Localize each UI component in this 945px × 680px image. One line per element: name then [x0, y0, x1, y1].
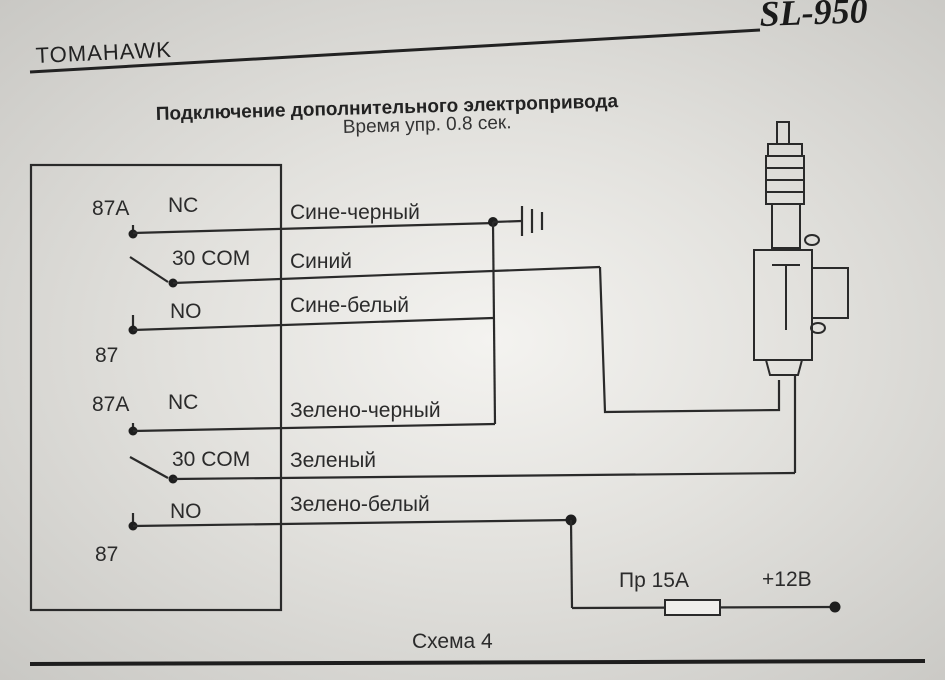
- relay1-com-label: 30 COM: [172, 247, 250, 270]
- relay2-nc-pin: 87A: [92, 393, 129, 416]
- ground-icon: [520, 206, 544, 236]
- wire-label-green-white: Зелено-белый: [290, 493, 430, 516]
- door-lock-actuator-icon: [753, 121, 849, 376]
- wire-green-line: [172, 471, 796, 481]
- supply-terminal: [829, 601, 841, 613]
- wire-label-blue-black: Сине-черный: [290, 201, 420, 224]
- wire-label-green: Зеленый: [290, 449, 376, 472]
- relay1-switch-arm: [129, 256, 169, 283]
- wire-blue-line: [172, 265, 601, 285]
- footer-rule: [29, 659, 926, 666]
- fuse-icon: [664, 599, 721, 616]
- wire-label-blue: Синий: [290, 250, 352, 273]
- wire-green-black-line: [132, 422, 496, 433]
- ground-lead: [492, 219, 523, 224]
- relay2-nc-label: NC: [168, 391, 198, 414]
- power-bus-vertical: [569, 519, 574, 609]
- relay2-no-pin: 87: [95, 543, 118, 566]
- relay2-no-label: NO: [170, 500, 202, 523]
- supply-label: +12В: [762, 568, 812, 591]
- brand-label: TOMAHAWK: [35, 37, 172, 68]
- relay1-nc-label: NC: [168, 194, 198, 217]
- relay2-com-label: 30 COM: [172, 448, 250, 471]
- relay1-no-label: NO: [170, 300, 202, 323]
- schema-caption: Схема 4: [412, 630, 493, 653]
- wire-green-white-line: [132, 518, 572, 528]
- diagram-subtitle: Время упр. 0.8 сек.: [343, 112, 512, 138]
- relay1-nc-pin: 87A: [92, 197, 129, 220]
- wire-blue-black-line: [132, 221, 496, 235]
- header-rule: [29, 28, 761, 74]
- fuse-label: Пр 15А: [619, 569, 689, 592]
- relay1-no-pin: 87: [95, 344, 118, 367]
- model-label: SL-950: [759, 0, 868, 34]
- ground-vertical-link: [491, 221, 497, 425]
- alarm-unit-box: [29, 163, 283, 612]
- relay2-switch-arm: [129, 456, 169, 479]
- relay1-nc-contact: [128, 229, 138, 239]
- wire-label-green-black: Зелено-черный: [290, 399, 441, 422]
- wire-label-blue-white: Сине-белый: [290, 294, 409, 317]
- actuator-wire-blue: [598, 266, 781, 414]
- wire-blue-white-line: [132, 316, 494, 332]
